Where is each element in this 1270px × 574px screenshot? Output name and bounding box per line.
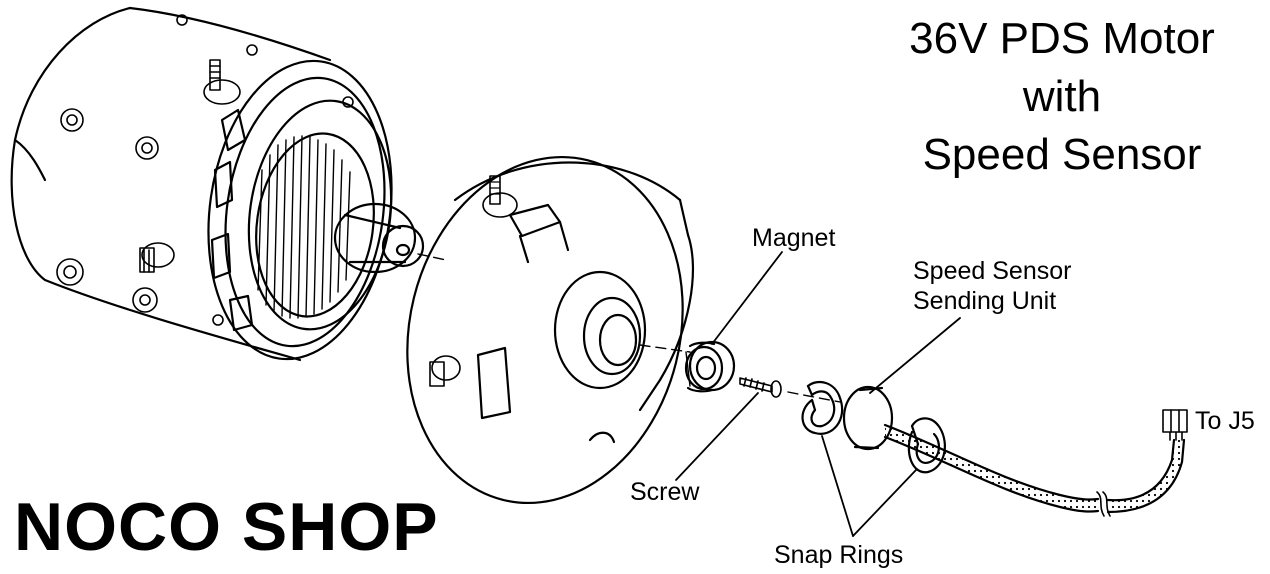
leader-screw [675,392,759,481]
leader-lines [675,251,961,537]
leader-magnet [711,251,783,345]
speed-sensor-disc [842,385,894,451]
connector [1162,409,1188,441]
label-speed-sensor: Speed Sensor Sending Unit [913,256,1071,316]
end-cap [406,155,694,505]
housing-bolts [56,14,354,326]
title-line-1: 36V PDS Motor [909,14,1215,63]
commutator-bars [257,135,351,319]
diagram-title: 36V PDS Motor with Speed Sensor [842,10,1270,184]
snap-ring-1 [801,380,844,435]
leader-snap-ring-1 [821,435,854,537]
terminal-studs [139,59,241,273]
title-line-2: with [1022,72,1102,121]
leader-snap-ring-2 [852,469,917,537]
sensor-cable [883,423,1186,517]
watermark: NOCO SHOP [14,489,439,565]
label-magnet: Magnet [752,224,836,252]
magnet [684,340,736,393]
screw [739,377,841,403]
label-connector: To J5 [1195,407,1255,435]
label-speed-sensor-line-1: Speed Sensor [913,257,1072,285]
title-line-3: Speed Sensor [922,130,1202,179]
label-speed-sensor-line-2: Sending Unit [913,287,1057,315]
motor-housing [10,6,447,362]
leader-sensor [869,317,961,394]
label-snap-rings: Snap Rings [774,541,904,569]
label-screw: Screw [630,478,700,506]
